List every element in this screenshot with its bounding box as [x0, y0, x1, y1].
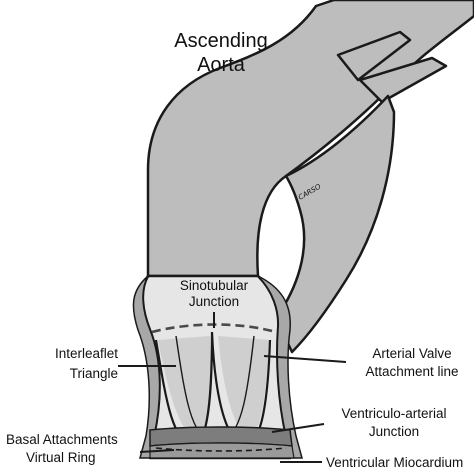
myocardium-band [149, 442, 295, 459]
arch-branch-2 [358, 56, 448, 104]
label-interleaflet-2: Triangle [70, 366, 118, 381]
label-ventriculo-arterial-2: Junction [369, 424, 419, 439]
descending-aorta [274, 94, 396, 354]
title-line-2: Aorta [197, 54, 246, 76]
root-left-wall [132, 275, 161, 459]
label-arterial-valve-2: Attachment line [365, 364, 458, 379]
label-basal-2: Virtual Ring [26, 450, 96, 465]
basal-ring [155, 447, 287, 452]
label-sinotubular-2: Junction [189, 294, 239, 309]
arch-branch-1 [336, 30, 412, 82]
root-right-wall [257, 275, 303, 459]
label-arterial-valve-1: Arterial Valve [372, 346, 451, 361]
title-line-1: Ascending [174, 30, 267, 52]
label-basal-1: Basal Attachments [6, 432, 118, 447]
leaflet-right [218, 336, 270, 440]
label-interleaflet-1: Interleaflet [55, 346, 118, 361]
leader-ventriculo-arterial [271, 423, 325, 433]
leader-arterial-valve [263, 355, 347, 363]
label-sinotubular-1: Sinotubular [180, 278, 249, 293]
leader-basal [139, 449, 175, 453]
label-ventriculo-arterial-1: Ventriculo-arterial [341, 406, 446, 421]
label-myocardium: Ventricular Miocardium [326, 455, 463, 470]
